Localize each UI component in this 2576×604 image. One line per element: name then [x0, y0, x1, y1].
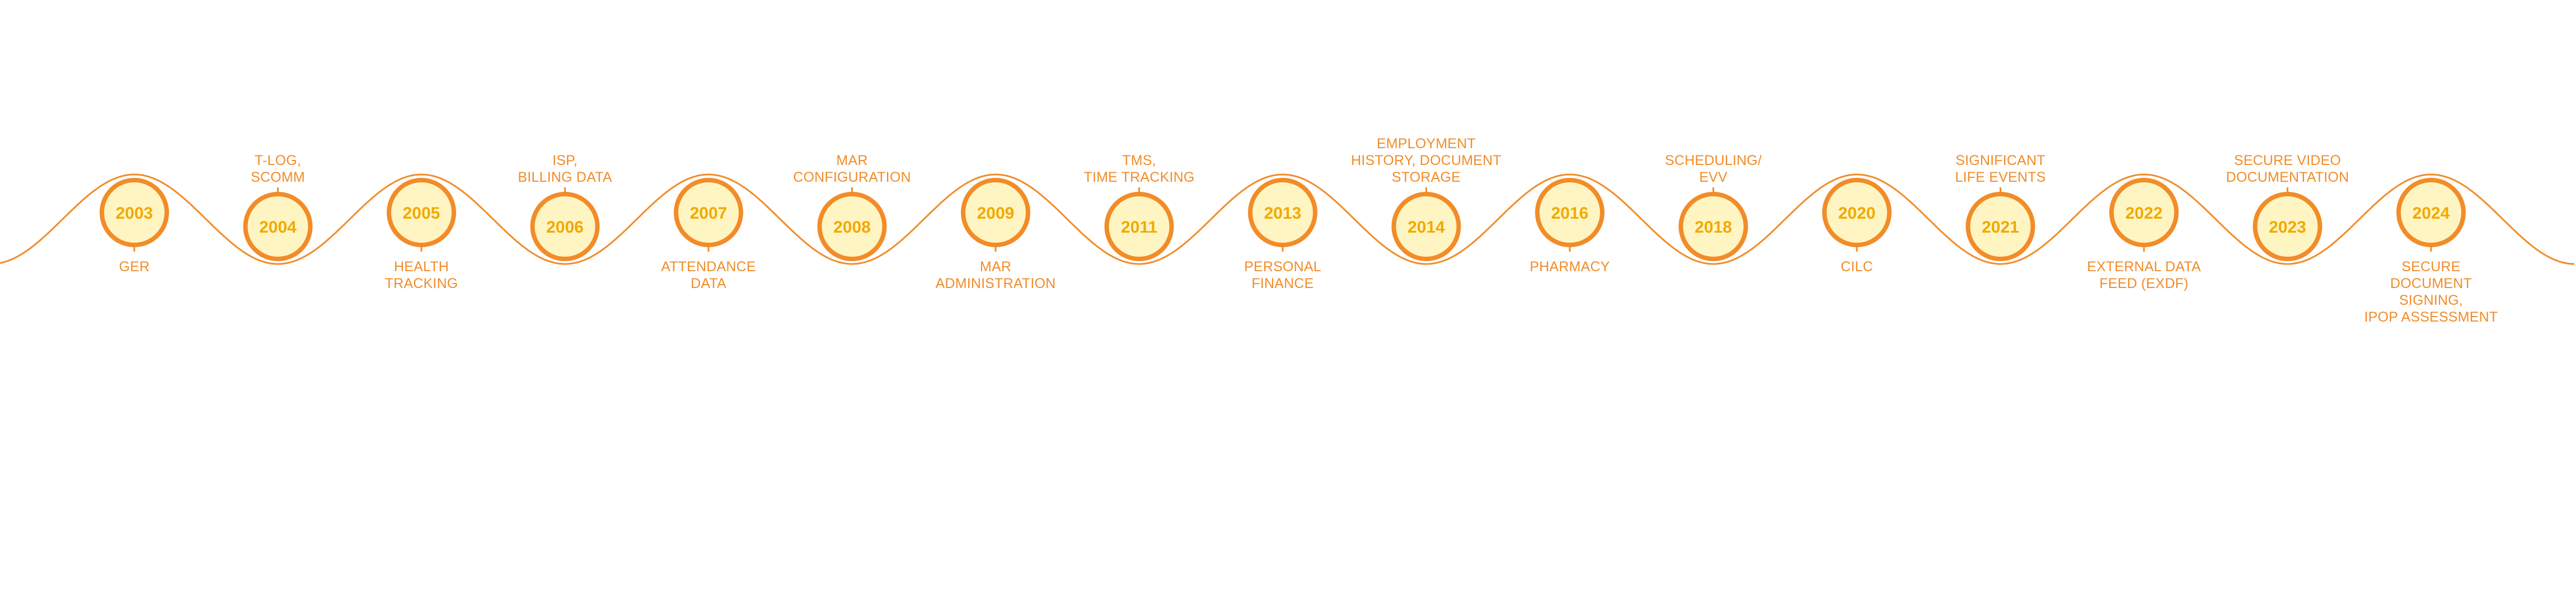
milestone-label-line: EMPLOYMENT [1377, 136, 1476, 152]
milestone-circle [2396, 178, 2466, 247]
milestone-year: 2011 [1121, 218, 1157, 237]
milestone-circle [1822, 178, 1892, 247]
milestone-label-line: T-LOG, [255, 153, 301, 168]
milestone-label-line: BILLING DATA [518, 169, 612, 185]
milestone-circle [1248, 178, 1317, 247]
milestone-label-line: TRACKING [385, 276, 458, 291]
milestone-circle [1535, 178, 1604, 247]
milestone-year: 2023 [2269, 218, 2306, 237]
milestone-label-line: EVV [1699, 169, 1728, 185]
milestone-label-line: IPOP ASSESSMENT [2364, 309, 2498, 325]
milestone-year: 2016 [1551, 204, 1589, 223]
milestone-year: 2004 [259, 218, 297, 237]
milestone-label: GER [119, 259, 150, 275]
milestone-label-line: SECURE VIDEO [2234, 153, 2341, 168]
milestone-label-line: HEALTH [394, 259, 449, 275]
milestone-label-line: FINANCE [1251, 276, 1313, 291]
milestone-year: 2005 [403, 204, 440, 223]
milestone-label: SCHEDULING/EVV [1665, 153, 1762, 185]
milestone-label-line: EXTERNAL DATA [2087, 259, 2201, 275]
milestone-label-line: LIFE EVENTS [1955, 169, 2046, 185]
milestone-label-line: DATA [691, 276, 726, 291]
milestone-label: CILC [1841, 259, 1873, 275]
milestone-circle [817, 192, 887, 261]
milestone-label-line: SCOMM [251, 169, 305, 185]
milestone-year: 2013 [1264, 204, 1302, 223]
milestone-label-line: TIME TRACKING [1084, 169, 1195, 185]
milestone-circle [243, 192, 313, 261]
milestone-label: TMS,TIME TRACKING [1084, 153, 1195, 185]
milestone-label-line: MAR [980, 259, 1011, 275]
milestone-year: 2008 [833, 218, 871, 237]
milestone-label-line: FEED (EXDF) [2099, 276, 2188, 291]
milestone-circle [1391, 192, 1461, 261]
milestone-year: 2003 [116, 204, 153, 223]
milestone-label-line: PERSONAL [1244, 259, 1321, 275]
milestone-label-line: ISP, [552, 153, 578, 168]
milestone-year: 2021 [1982, 218, 2019, 237]
timeline-wave-line [0, 173, 2575, 265]
milestone-circle [1965, 192, 2035, 261]
milestone-label-line: DOCUMENT [2390, 276, 2472, 291]
milestone-label-line: PHARMACY [1529, 259, 1610, 275]
milestone-label-line: ADMINISTRATION [936, 276, 1056, 291]
milestone-circle [387, 178, 456, 247]
milestone-label: T-LOG,SCOMM [251, 153, 305, 185]
milestone-label-line: CILC [1841, 259, 1873, 275]
milestone-label-line: CONFIGURATION [793, 169, 911, 185]
milestone-year: 2009 [977, 204, 1015, 223]
milestone-label-line: DOCUMENTATION [2226, 169, 2349, 185]
milestone-label-line: SECURE [2401, 259, 2460, 275]
milestone-label-line: ATTENDANCE [661, 259, 756, 275]
milestone-label-line: GER [119, 259, 150, 275]
milestone-label: ISP,BILLING DATA [518, 153, 612, 185]
milestone-label-line: SIGNIFICANT [1955, 153, 2045, 168]
milestone-year: 2007 [690, 204, 728, 223]
milestone-circle [674, 178, 743, 247]
milestone-label-line: SIGNING, [2399, 292, 2463, 308]
milestone-label: PHARMACY [1529, 259, 1610, 275]
milestone-label-line: STORAGE [1392, 169, 1461, 185]
milestone-circle [1104, 192, 1174, 261]
milestone-label-line: MAR [836, 153, 867, 168]
milestone-year: 2018 [1695, 218, 1732, 237]
milestone-label-line: SCHEDULING/ [1665, 153, 1762, 168]
milestone-label-line: TMS, [1122, 153, 1156, 168]
milestone-year: 2024 [2413, 204, 2450, 223]
milestone-year: 2006 [546, 218, 584, 237]
milestone-circle [530, 192, 600, 261]
milestone-label-line: HISTORY, DOCUMENT [1351, 153, 1502, 168]
milestone-circle [961, 178, 1030, 247]
milestone-circle [1678, 192, 1748, 261]
milestone-circle [2253, 192, 2322, 261]
milestone-circle [100, 178, 169, 247]
milestone-year: 2022 [2125, 204, 2163, 223]
milestone-year: 2014 [1407, 218, 1445, 237]
milestone-circle [2109, 178, 2179, 247]
milestone-year: 2020 [1838, 204, 1876, 223]
